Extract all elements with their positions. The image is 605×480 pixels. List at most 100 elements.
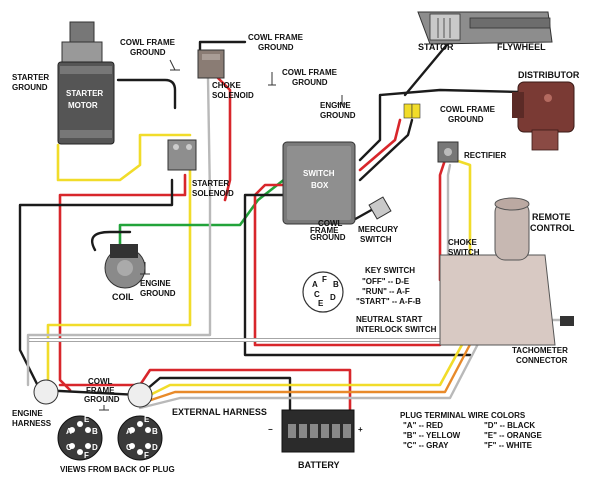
cowl2-label-2: GROUND xyxy=(258,43,294,52)
plug-color-row1-right: "D" -- BLACK xyxy=(484,421,535,430)
battery-plus: + xyxy=(358,425,363,434)
wire-rectifier-red xyxy=(358,118,402,172)
plug-left-pin-A: A xyxy=(66,427,72,436)
engine-ground1-label-2: GROUND xyxy=(320,111,356,120)
battery-label: BATTERY xyxy=(298,460,340,470)
wire-choke-red xyxy=(216,76,232,202)
engine-ground2-label-2: GROUND xyxy=(140,289,176,298)
mercury-switch-label-2: SWITCH xyxy=(360,235,392,244)
cowl5-label-3: GROUND xyxy=(84,395,120,404)
cowl-small-label-2: FRAME xyxy=(310,226,339,235)
engine-harness-label-2: HARNESS xyxy=(12,419,52,428)
plug-color-row2-right: "E" -- ORANGE xyxy=(484,431,542,440)
plug-right-pin-F: F xyxy=(144,451,149,460)
cowl1-label-1: COWL FRAME xyxy=(120,38,176,47)
remote-control-label-2: CONTROL xyxy=(530,223,575,233)
starter-motor xyxy=(57,21,115,145)
starter-motor-label-1: STARTER xyxy=(66,89,103,98)
wire-coil-black xyxy=(90,230,132,252)
wire-rectifier-gray xyxy=(446,163,452,292)
wire-stator xyxy=(403,33,457,97)
fuse-connectors xyxy=(403,103,421,119)
plug-left-pin-C: C xyxy=(66,443,72,452)
remote-control xyxy=(439,197,556,346)
key-switch-off: "OFF" -- D-E xyxy=(362,277,410,286)
stator-label: STATOR xyxy=(418,42,454,52)
engine-ground1-symbol xyxy=(337,95,347,105)
distributor xyxy=(512,81,575,151)
cowl-small-label-1: COWL xyxy=(318,219,343,228)
wire-green xyxy=(118,173,292,252)
key-switch-run: "RUN" -- A-F xyxy=(362,287,410,296)
coil-label: COIL xyxy=(112,292,134,302)
stator-flywheel xyxy=(417,11,553,45)
wire-starter-ground xyxy=(116,78,177,110)
plug-left-pin-F: F xyxy=(84,451,89,460)
starter-solenoid-label-1: STARTER xyxy=(192,179,229,188)
plug-left-pin-E: E xyxy=(84,415,90,424)
plug-left-pin-B: B xyxy=(92,427,98,436)
key-pin-B: B xyxy=(333,280,339,289)
starter-motor-label-2: MOTOR xyxy=(68,101,98,110)
rectifier-label: RECTIFIER xyxy=(464,151,506,160)
wire-starter-yellow xyxy=(56,133,192,182)
tach-label-1: TACHOMETER xyxy=(512,346,568,355)
key-switch-start: "START" -- A-F-B xyxy=(356,297,421,306)
key-switch-title: KEY SWITCH xyxy=(365,266,415,275)
neutral-start-label-2: INTERLOCK SWITCH xyxy=(356,325,437,334)
wire-choke-ground xyxy=(198,40,247,52)
wire-red-main xyxy=(58,173,187,392)
cowl1-label-2: GROUND xyxy=(130,48,166,57)
starter-ground-label-2: GROUND xyxy=(12,83,48,92)
choke-switch-label-2: SWITCH xyxy=(448,248,480,257)
wire-harness-yellow xyxy=(148,328,472,397)
switch-box-label-1: SWITCH xyxy=(303,169,335,178)
wire-harness-red xyxy=(58,368,352,412)
plug-views-label: VIEWS FROM BACK OF PLUG xyxy=(60,465,175,474)
wire-distributor xyxy=(358,88,522,162)
key-pin-F: F xyxy=(322,275,327,284)
external-harness-label: EXTERNAL HARNESS xyxy=(172,407,267,417)
plug-color-row3-right: "F" -- WHITE xyxy=(484,441,533,450)
cowl4-label-1: COWL FRAME xyxy=(440,105,496,114)
tach-connector xyxy=(560,316,574,326)
key-pin-D: D xyxy=(330,293,336,302)
rectifier xyxy=(437,141,459,163)
key-switch-dial xyxy=(302,271,344,313)
tach-label-2: CONNECTOR xyxy=(516,356,568,365)
flywheel-label: FLYWHEEL xyxy=(497,42,546,52)
wire-rectifier-black xyxy=(358,118,414,182)
external-harness-plug xyxy=(127,382,153,408)
neutral-start-label-1: NEUTRAL START xyxy=(356,315,422,324)
cowl-small-label-3: GROUND xyxy=(310,233,346,242)
cowl1-ground-symbol xyxy=(169,59,180,71)
choke-solenoid xyxy=(197,49,225,79)
plug-colors-title: PLUG TERMINAL WIRE COLORS xyxy=(400,411,526,420)
wire-switchbox-black xyxy=(243,193,472,357)
wire-harness-gray xyxy=(138,338,482,410)
cowl5-ground-symbol xyxy=(99,405,109,411)
wire-gray-left xyxy=(26,196,212,387)
cowl2-label-1: COWL FRAME xyxy=(248,33,304,42)
engine-ground2-symbol xyxy=(140,262,150,275)
starter-ground-label-1: STARTER xyxy=(12,73,49,82)
wire-choke-gray xyxy=(206,76,212,200)
switch-box-label-2: BOX xyxy=(311,181,329,190)
mercury-switch-label-1: MERCURY xyxy=(358,225,399,234)
starter-solenoid xyxy=(167,139,197,171)
plug-color-row1-left: "A" -- RED xyxy=(403,421,443,430)
plug-view-right xyxy=(117,415,163,461)
mercury-switch xyxy=(368,196,392,220)
wires xyxy=(18,33,562,412)
battery xyxy=(281,409,355,453)
engine-ground1-label-1: ENGINE xyxy=(320,101,351,110)
switch-box xyxy=(282,141,356,225)
cowl3-label-1: COWL FRAME xyxy=(282,68,338,77)
cowl4-label-2: GROUND xyxy=(448,115,484,124)
choke-switch-label-1: CHOKE xyxy=(448,238,478,247)
engine-harness-plug xyxy=(33,379,59,405)
plug-right-pin-D: D xyxy=(152,443,158,452)
wire-harness-black xyxy=(38,376,292,412)
plug-view-left xyxy=(57,415,103,461)
wire-yellow-solenoid xyxy=(46,168,192,387)
